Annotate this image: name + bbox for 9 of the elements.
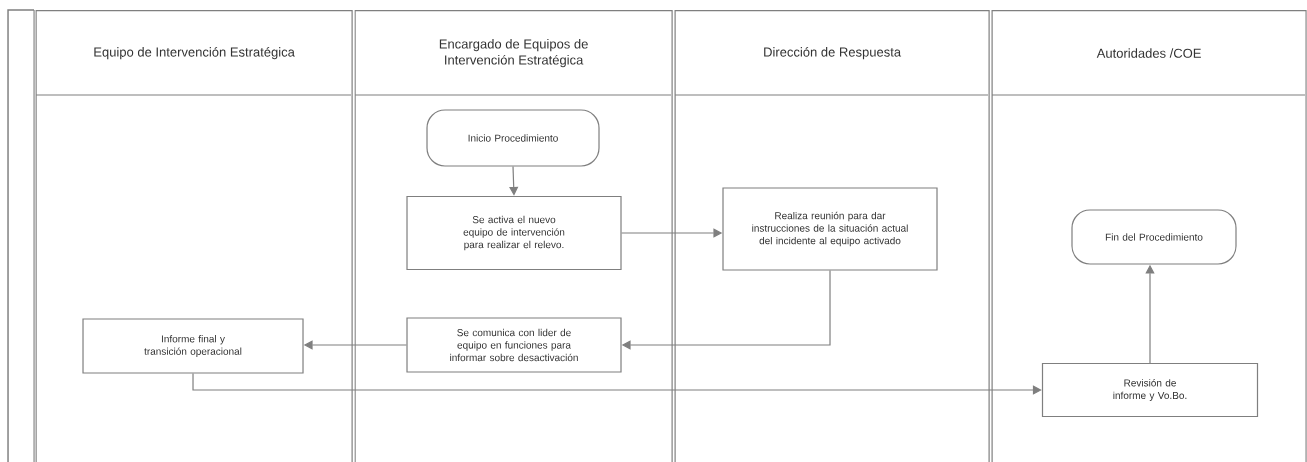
arrow (192, 373, 1042, 395)
terminal: Inicio Procedimiento (426, 109, 600, 167)
arrow (509, 166, 519, 196)
process-box: Se comunica con lider de equipo en funciones para informar sobre desactivación (406, 317, 622, 373)
process-box: Realiza reunión para dar instrucciones de la situación actual del incidente al equipo activado (722, 187, 938, 271)
process-box: Se activa el nuevo equipo de intervención para realizar el relevo. (406, 195, 622, 271)
process-box: Informe final y transición operacional (82, 318, 304, 374)
terminal: Fin del Procedimiento (1071, 209, 1237, 265)
process-box: Revisión de informe y Vo.Bo. (1041, 362, 1259, 418)
